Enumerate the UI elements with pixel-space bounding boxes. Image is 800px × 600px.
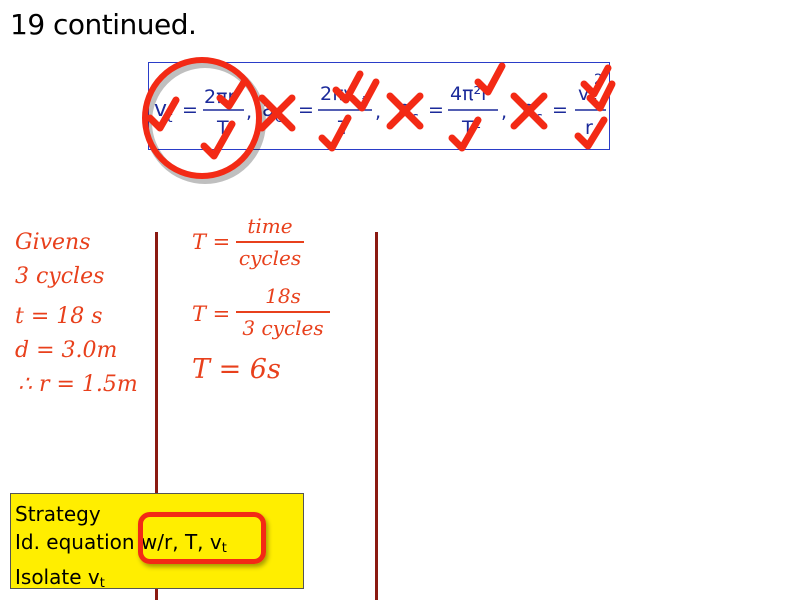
strategy-highlight-oval	[138, 512, 266, 564]
eq2-comma: ,	[375, 101, 381, 123]
strategy-isolate-text: Isolate v	[15, 565, 100, 589]
eq3-numerator: 4π²r	[450, 83, 489, 105]
givens-radius: ∴ r = 1.5m	[18, 372, 138, 397]
eq1-comma: ,	[246, 101, 252, 123]
column-divider-left	[155, 232, 158, 600]
strategy-line-identify: Id. equation w/r, T, vt	[15, 528, 299, 563]
work-step2-fraction: 18s 3 cycles	[236, 284, 330, 340]
check-mark-icon	[216, 78, 248, 110]
strategy-identify-sub: t	[221, 541, 227, 556]
slide-title: 19 continued.	[10, 8, 197, 41]
strategy-line-isolate: Isolate vt	[15, 563, 299, 598]
cross-mark-icon	[510, 92, 548, 130]
check-mark-icon	[580, 64, 612, 98]
eq1-equals: =	[182, 99, 198, 121]
givens-heading: Givens	[15, 230, 91, 255]
eq3-equals: =	[428, 99, 444, 121]
work-step1-numerator: time	[247, 214, 293, 238]
strategy-identify-prefix: Id. equation	[15, 530, 135, 554]
selection-circle	[142, 57, 266, 184]
check-mark-icon	[146, 96, 180, 132]
work-step2-fraction-bar	[236, 311, 330, 313]
work-step2-denominator: 3 cycles	[242, 315, 324, 340]
eq4-numerator: v	[578, 83, 589, 105]
column-divider-right	[375, 232, 378, 600]
work-result: T = 6s	[192, 354, 281, 385]
strategy-identify-variables: w/r, T, v	[140, 530, 222, 554]
eq4-equals: =	[552, 99, 568, 121]
cross-mark-icon	[386, 92, 424, 130]
work-step2-lhs: T =	[192, 302, 231, 326]
equation-vt: v t = 2πr T ,	[154, 86, 252, 139]
eq4-denominator: r	[585, 117, 593, 139]
eq1-lhs-sub: t	[167, 110, 173, 126]
cross-mark-icon	[258, 94, 296, 132]
check-mark-icon	[318, 114, 352, 152]
eq2-equals: =	[298, 99, 314, 121]
givens-time: t = 18 s	[15, 304, 103, 329]
check-mark-icon	[348, 78, 380, 112]
work-step2-numerator: 18s	[265, 284, 301, 308]
eq3-comma: ,	[501, 101, 507, 123]
check-mark-icon	[332, 70, 364, 104]
check-mark-icon	[474, 62, 506, 96]
givens-distance: d = 3.0m	[15, 338, 118, 363]
check-mark-icon	[448, 116, 482, 152]
work-step1-fraction-bar	[236, 241, 304, 243]
work-step1-lhs: T =	[192, 230, 231, 254]
givens-cycles: 3 cycles	[15, 264, 105, 289]
strategy-isolate-sub: t	[99, 576, 105, 591]
check-mark-icon	[574, 116, 608, 150]
work-step1-fraction: time cycles	[236, 214, 304, 270]
work-step1-denominator: cycles	[238, 245, 302, 270]
check-mark-icon	[586, 80, 616, 112]
strategy-box: Strategy Id. equation w/r, T, vt Isolate…	[10, 493, 304, 591]
check-mark-icon	[200, 120, 236, 160]
strategy-heading: Strategy	[15, 502, 101, 526]
